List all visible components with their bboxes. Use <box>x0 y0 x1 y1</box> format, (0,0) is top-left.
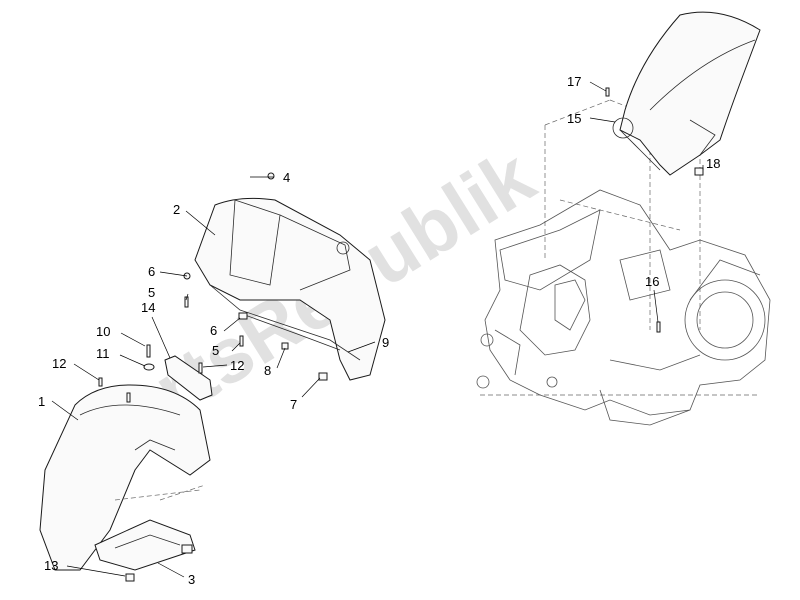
front-mudguard <box>39 384 211 571</box>
callout-14: 14 <box>141 300 155 315</box>
callout-4: 4 <box>283 170 290 185</box>
callout-1: 1 <box>38 394 45 409</box>
callout-6b: 6 <box>210 323 217 338</box>
callout-7: 7 <box>290 397 297 412</box>
callout-9: 9 <box>382 335 389 350</box>
callout-13: 13 <box>44 558 58 573</box>
callout-10: 10 <box>96 324 110 339</box>
callout-15: 15 <box>567 111 581 126</box>
callout-16: 16 <box>645 274 659 289</box>
inner-mudguard <box>194 197 386 381</box>
callout-11: 11 <box>96 346 110 361</box>
callout-2: 2 <box>173 202 180 217</box>
rear-splash-guard <box>612 11 761 176</box>
callout-17: 17 <box>567 74 581 89</box>
callout-5b: 5 <box>212 343 219 358</box>
callout-12b: 12 <box>230 358 244 373</box>
bracket <box>164 355 213 401</box>
callout-labels: 1 2 3 4 5 5 6 6 7 8 9 10 11 12 12 13 14 … <box>38 74 720 587</box>
callout-8: 8 <box>264 363 271 378</box>
callout-3: 3 <box>188 572 195 587</box>
callout-18: 18 <box>706 156 720 171</box>
engine-assembly <box>476 99 771 426</box>
callout-12a: 12 <box>52 356 66 371</box>
callout-5a: 5 <box>148 285 155 300</box>
underplate <box>94 519 196 571</box>
hardware <box>98 87 704 582</box>
callout-6a: 6 <box>148 264 155 279</box>
leader-lines <box>51 81 704 578</box>
